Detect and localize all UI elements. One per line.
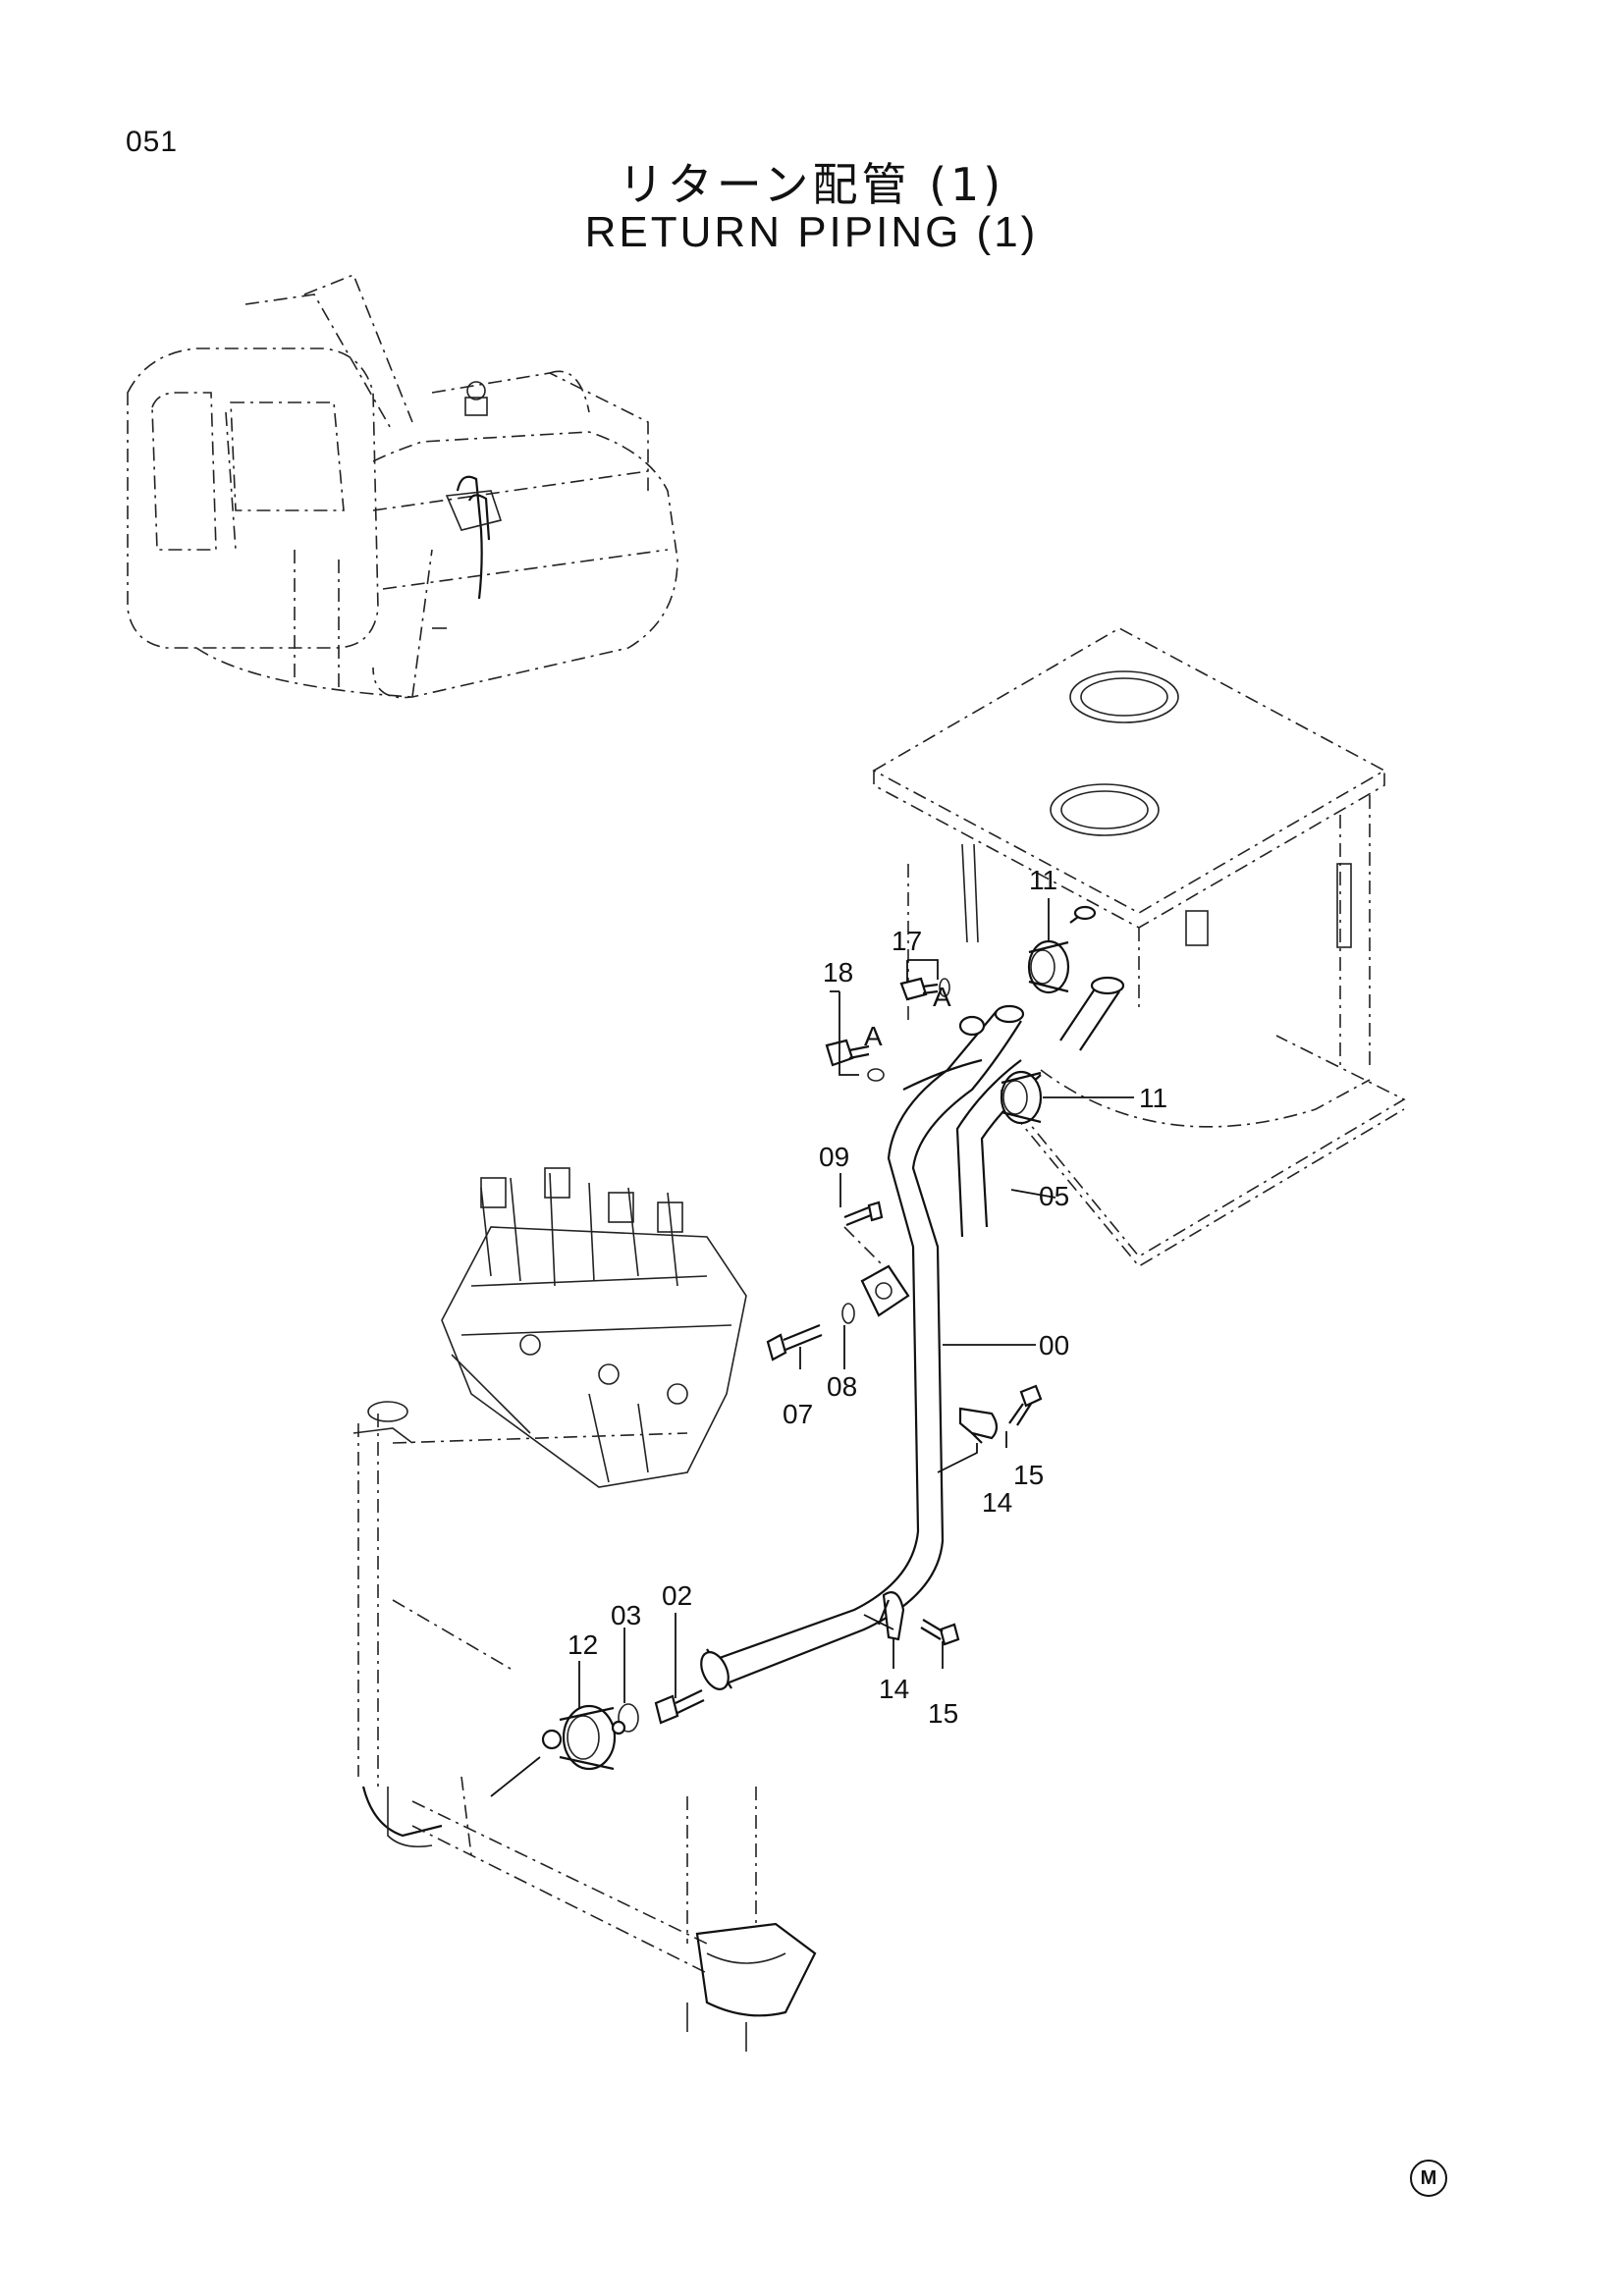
page-title-english: RETURN PIPING (1): [584, 208, 1039, 256]
callout-15-upper: 15: [1013, 1460, 1044, 1490]
callout-11-lower: 11: [1139, 1083, 1167, 1113]
bolt-15-lower: [920, 1619, 960, 1646]
callout-15-lower: 15: [928, 1698, 958, 1729]
flange: [860, 1264, 910, 1317]
bolt-07: [766, 1323, 823, 1362]
callout-03: 03: [611, 1600, 641, 1630]
callout-18: 18: [823, 957, 853, 988]
callout-07: 07: [783, 1399, 813, 1429]
bolt-17: [899, 977, 950, 1001]
hose-clamp-11-upper: [1027, 905, 1097, 994]
bolt-09: [843, 1201, 885, 1267]
o-ring-03: [618, 1703, 639, 1733]
callout-11-upper: 11: [1029, 865, 1057, 895]
callout-08: 08: [827, 1371, 857, 1402]
page-title-japanese: リターン配管 (1): [618, 158, 1005, 211]
callout-12: 12: [568, 1629, 598, 1660]
callout-00: 00: [1039, 1330, 1069, 1361]
callout-05: 05: [1039, 1181, 1069, 1211]
page-number: 051: [126, 126, 179, 158]
adapter-02: [654, 1689, 705, 1725]
callout-ref-A-upper: A: [933, 982, 951, 1012]
hose-clamp-11-lower: [1000, 1070, 1043, 1125]
bolt-15-upper: [1008, 1384, 1043, 1426]
hose-clamp-12: [490, 1704, 626, 1797]
circled-m-mark: M: [1410, 2160, 1447, 2197]
hydraulic-tank-illustration: [872, 627, 1406, 1268]
callout-02: 02: [662, 1580, 692, 1611]
fitting-A: [902, 1015, 986, 1091]
callout-14-lower: 14: [879, 1674, 909, 1704]
callout-17: 17: [892, 926, 922, 956]
o-ring-08: [841, 1303, 855, 1324]
callout-09: 09: [819, 1142, 849, 1172]
clip-14-lower: [877, 1591, 905, 1641]
excavator-overview-illustration: [127, 273, 678, 699]
oil-cooler-illustration: [352, 1401, 817, 2052]
callout-labels: 11 11 17 18 A A 09 05 00 08 07 15 14 02 …: [568, 865, 1167, 1729]
control-valve-illustration: [441, 1167, 747, 1488]
return-pipe: [700, 1004, 1025, 1690]
clip-14-upper: [958, 1407, 999, 1444]
leader-lines: [578, 898, 1134, 1708]
callout-ref-A-lower: A: [864, 1021, 883, 1051]
callout-14-upper: 14: [982, 1487, 1012, 1518]
